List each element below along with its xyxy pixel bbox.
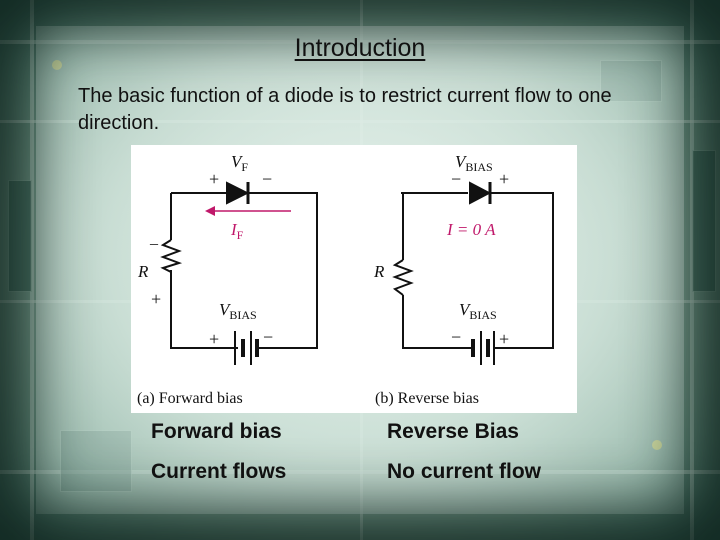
forward-battery-plus: +: [209, 329, 219, 349]
forward-resistor-plus: +: [151, 289, 161, 309]
forward-diode-plus: +: [209, 169, 219, 189]
reverse-vbias-top-label: VBIAS: [455, 152, 493, 174]
board-chip: [692, 150, 716, 292]
forward-resistor: [160, 239, 183, 273]
reverse-current-label: I = 0 A: [446, 220, 496, 239]
forward-diode-minus: −: [262, 169, 272, 189]
current-flows-label: Current flows: [151, 460, 287, 483]
reverse-diode-icon: [469, 181, 492, 205]
forward-if-sub: F: [237, 228, 244, 242]
forward-vbias-main: V: [219, 300, 232, 319]
reverse-vbias-top-main: V: [455, 152, 468, 171]
diode-bias-diagram: VF + − IF _ R + VBIAS + − (a) Forward bi…: [137, 152, 554, 407]
reverse-bias-label: Reverse Bias: [387, 420, 519, 443]
reverse-resistor: [392, 259, 414, 296]
reverse-wire: [401, 192, 554, 349]
forward-resistor-minus: _: [149, 230, 159, 247]
reverse-vbias-sub: BIAS: [469, 308, 496, 322]
reverse-vbias-main: V: [459, 300, 472, 319]
forward-caption: (a) Forward bias: [137, 390, 243, 407]
intro-text: The basic function of a diode is to rest…: [78, 85, 612, 134]
reverse-diode-minus: −: [451, 169, 461, 189]
diode-bias-figure: VF + − IF _ R + VBIAS + − (a) Forward bi…: [131, 145, 577, 413]
forward-if-label: IF: [230, 220, 244, 242]
reverse-resistor-label: R: [373, 262, 385, 281]
reverse-battery-plus: +: [499, 329, 509, 349]
reverse-vbias-label: VBIAS: [459, 300, 497, 322]
board-chip: [8, 180, 32, 292]
forward-if-main: I: [230, 220, 238, 239]
forward-vf-main: V: [231, 152, 244, 171]
forward-resistor-label: R: [137, 262, 149, 281]
forward-current-arrowhead: [205, 206, 215, 216]
forward-diode-icon: [226, 181, 250, 205]
forward-vf-sub: F: [241, 160, 248, 174]
forward-wire-top: [170, 192, 318, 349]
slide-title: Introduction: [294, 34, 426, 62]
reverse-battery-minus: −: [451, 327, 461, 347]
reverse-diode-plus: +: [499, 169, 509, 189]
no-current-flow-label: No current flow: [387, 460, 542, 483]
board-trace: [30, 0, 34, 540]
forward-current-arrow: [205, 206, 291, 216]
forward-battery-minus: −: [263, 327, 273, 347]
forward-vbias-label: VBIAS: [219, 300, 257, 322]
reverse-bias-circuit: [392, 181, 554, 365]
forward-vbias-sub: BIAS: [229, 308, 256, 322]
reverse-caption: (b) Reverse bias: [375, 390, 479, 407]
forward-bias-circuit: [160, 181, 318, 365]
forward-vf-label: VF: [231, 152, 248, 174]
reverse-vbias-top-sub: BIAS: [465, 160, 492, 174]
forward-bias-label: Forward bias: [151, 420, 282, 443]
